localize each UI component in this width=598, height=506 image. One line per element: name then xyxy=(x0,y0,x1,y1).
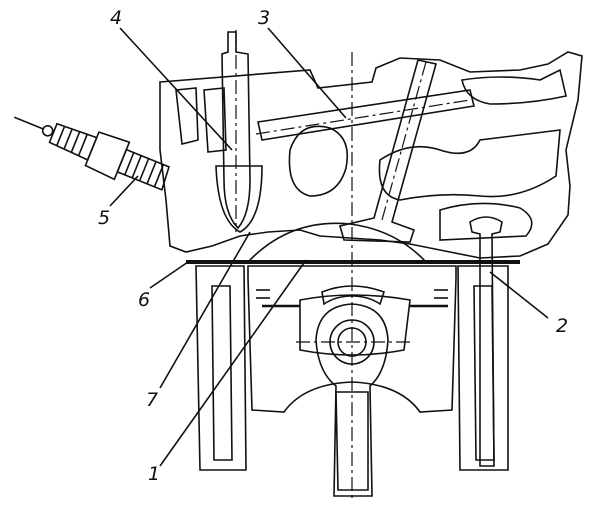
spark-plug xyxy=(14,116,170,191)
label-3: 3 xyxy=(258,7,270,29)
label-2: 2 xyxy=(556,315,568,337)
label-4: 4 xyxy=(110,7,122,29)
leader-lines xyxy=(109,27,549,467)
label-6: 6 xyxy=(138,289,150,311)
cylinder-head xyxy=(159,51,583,259)
label-1: 1 xyxy=(148,463,160,485)
valve xyxy=(339,59,437,243)
right-valve xyxy=(469,216,503,467)
label-5: 5 xyxy=(98,207,110,229)
injector xyxy=(215,30,263,233)
rocker-rod xyxy=(255,89,475,141)
label-7: 7 xyxy=(146,389,158,411)
